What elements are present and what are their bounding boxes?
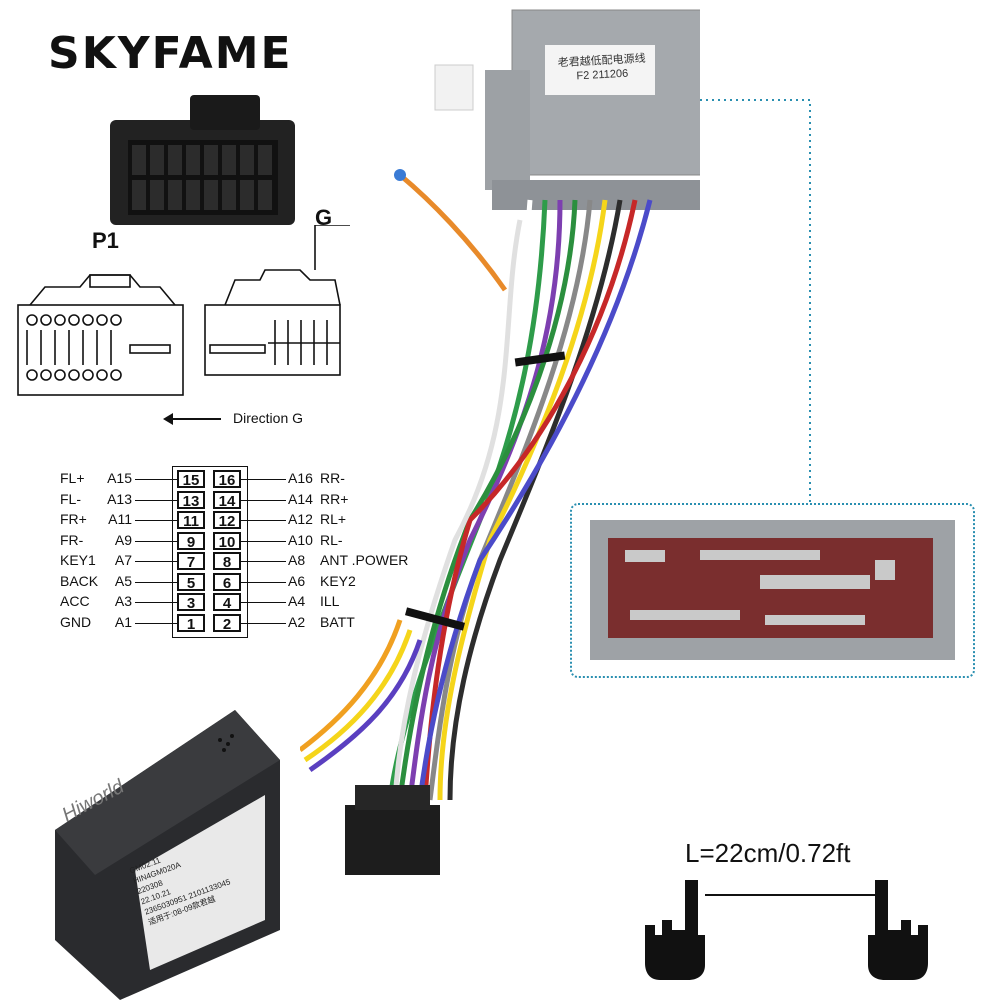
- pin-right-name: ANT .POWER: [320, 552, 409, 568]
- pin-right-name: KEY2: [320, 572, 356, 589]
- pin-right-number: 4: [213, 593, 241, 612]
- connector-line-drawings: [17, 225, 350, 396]
- pin-right-number: 8: [213, 552, 241, 571]
- pin-left-number: 13: [177, 490, 205, 510]
- pin-left-number: 11: [177, 511, 205, 530]
- callout-line: [700, 99, 811, 505]
- pin-lead-line: [135, 622, 177, 624]
- pin-left-number: 7: [177, 552, 205, 571]
- pin-right-number: 16: [213, 470, 241, 489]
- pin-lead-line: [135, 602, 177, 603]
- pin-lead-line: [241, 622, 286, 624]
- pin-left-name: GND: [60, 613, 92, 630]
- pin-right-number: 6: [213, 572, 241, 592]
- pin-right-name: BATT: [320, 613, 355, 630]
- pin-left-name: ACC: [60, 593, 90, 609]
- control-box-photo: [55, 710, 280, 1000]
- pinout-frame: [172, 466, 248, 638]
- pin-left-name: BACK: [60, 572, 99, 589]
- pin-lead-line: [135, 561, 177, 562]
- pin-left-code: A13: [107, 490, 132, 507]
- pin-left-name: FL-: [60, 490, 81, 507]
- pin-right-number: 12: [213, 511, 241, 530]
- pin-right-number: 14: [213, 490, 241, 510]
- connector-closeup-frame: [570, 503, 975, 678]
- pin-left-code: A1: [114, 613, 132, 630]
- pin-left-number: 15: [177, 470, 205, 489]
- pin-left-name: FL+: [60, 470, 85, 486]
- pin-left-code: A3: [114, 593, 132, 609]
- pin-left-number: 1: [177, 613, 205, 633]
- direction-label: Direction G: [233, 410, 304, 426]
- pin-lead-line: [241, 602, 286, 603]
- pin-lead-line: [241, 479, 286, 480]
- pin-lead-line: [135, 499, 177, 501]
- pin-left-code: A5: [114, 572, 132, 589]
- pin-left-number: 5: [177, 572, 205, 592]
- label-g: G: [315, 205, 333, 230]
- pin-right-code: A16: [288, 470, 313, 486]
- pin-right-name: ILL: [320, 593, 340, 609]
- pin-left-code: A11: [108, 511, 132, 527]
- pin-right-number: 2: [213, 613, 241, 633]
- arrow-left-icon: [163, 413, 221, 426]
- pin-left-name: KEY1: [60, 552, 96, 568]
- pin-right-code: A10: [288, 531, 313, 548]
- hand-pointing-down-icon: [645, 880, 705, 980]
- pin-left-name: FR-: [60, 531, 84, 548]
- pin-left-code: A9: [114, 531, 132, 548]
- pin-left-number: 9: [177, 531, 205, 551]
- length-line: [705, 894, 877, 896]
- label-p1: P1: [92, 228, 119, 253]
- pin-lead-line: [135, 520, 177, 521]
- pin-lead-line: [135, 540, 177, 542]
- pin-right-name: RL+: [320, 511, 347, 527]
- pin-right-code: A14: [288, 490, 313, 507]
- pin-right-code: A12: [288, 511, 313, 527]
- connector-face-photo: [590, 520, 955, 660]
- pin-left-code: A15: [107, 470, 132, 486]
- pin-right-name: RR+: [320, 490, 349, 507]
- pin-lead-line: [241, 540, 286, 542]
- length-label: L=22cm/0.72ft: [685, 838, 851, 868]
- pin-right-number: 10: [213, 531, 241, 551]
- pin-lead-line: [241, 581, 286, 583]
- hand-pointing-down-icon: [868, 880, 928, 980]
- black-connector-photo: [110, 95, 295, 225]
- pin-right-code: A2: [288, 613, 306, 630]
- pin-lead-line: [135, 581, 177, 583]
- pin-right-code: A8: [288, 552, 306, 568]
- pin-left-name: FR+: [60, 511, 87, 527]
- pin-lead-line: [241, 499, 286, 501]
- pin-lead-line: [241, 520, 286, 521]
- pin-right-code: A4: [288, 593, 306, 609]
- pin-right-name: RL-: [320, 531, 343, 548]
- brand-logo: SKYFAME: [48, 28, 293, 79]
- pin-right-name: RR-: [320, 470, 345, 486]
- wiring-harness-photo: [300, 9, 700, 875]
- direction-note: Direction G: [163, 410, 304, 426]
- pin-left-code: A7: [114, 552, 132, 568]
- pin-lead-line: [241, 561, 286, 562]
- connector-label: 老君越低配电源线 F2 211206: [551, 51, 652, 84]
- pin-right-code: A6: [288, 572, 306, 589]
- pin-left-number: 3: [177, 593, 205, 612]
- pin-lead-line: [135, 479, 177, 480]
